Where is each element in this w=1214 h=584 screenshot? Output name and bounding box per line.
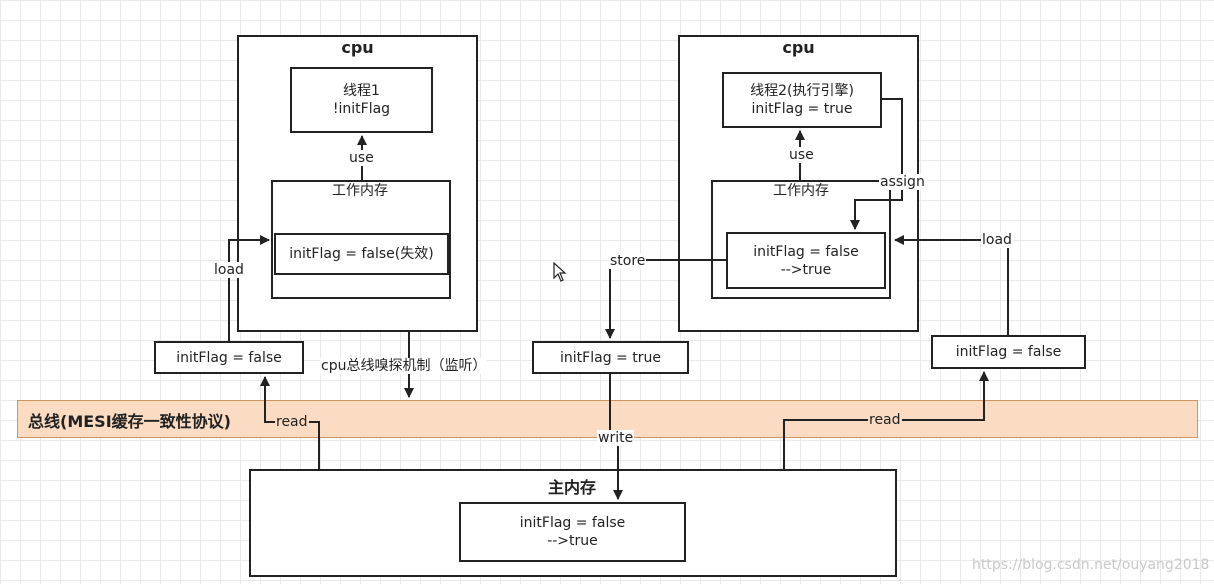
work-memory-right-value-line1: initFlag = false [753, 243, 859, 260]
assign-arrow [850, 98, 903, 230]
write-label: write [597, 430, 635, 446]
load-label-left: load [213, 262, 245, 278]
bus-value-middle-text: initFlag = true [560, 349, 661, 366]
store-arrow [605, 259, 726, 339]
load-arrow-right [894, 235, 1009, 335]
bus-value-middle: initFlag = true [532, 341, 689, 374]
use-label-left: use [348, 150, 375, 166]
load-arrow-left [228, 235, 270, 341]
thread1-box: 线程1 !initFlag [290, 67, 433, 133]
work-memory-right-value: initFlag = false -->true [726, 232, 886, 289]
thread1-name: 线程1 [343, 83, 380, 99]
use-label-right: use [788, 147, 815, 163]
work-memory-right-value-line2: -->true [780, 261, 832, 278]
thread2-name: 线程2(执行引擎) [750, 83, 854, 99]
work-memory-left-title: 工作内存 [332, 183, 388, 199]
bus-title: 总线(MESI缓存一致性协议) [28, 412, 231, 431]
main-memory-title: 主内存 [547, 478, 596, 497]
cpu-left-title: cpu [341, 38, 374, 57]
thread2-expr: initFlag = true [751, 101, 853, 117]
work-memory-left-value-text: initFlag = false(失效) [289, 246, 434, 262]
bus-value-left: initFlag = false [154, 341, 304, 374]
thread1-expr: !initFlag [332, 101, 391, 117]
load-label-right: load [981, 232, 1013, 248]
work-memory-left-value: initFlag = false(失效) [274, 233, 449, 275]
bus-value-right-text: initFlag = false [955, 344, 1062, 360]
bus-value-left-text: initFlag = false [176, 349, 282, 366]
main-memory-value: initFlag = false -->true [459, 502, 686, 562]
cpu-right-title: cpu [782, 38, 815, 57]
main-memory-value-line2: -->true [547, 533, 598, 549]
main-memory-value-line1: initFlag = false [519, 515, 626, 531]
mouse-pointer-icon [553, 262, 567, 282]
assign-label: assign [879, 174, 926, 190]
thread2-box: 线程2(执行引擎) initFlag = true [722, 72, 882, 128]
watermark: https://blog.csdn.net/ouyang2018 [972, 557, 1210, 573]
sniff-label: cpu总线嗅探机制（监听） [320, 358, 488, 374]
read-label-right: read [868, 412, 902, 428]
read-label-left: read [275, 414, 309, 430]
work-memory-right-title: 工作内存 [773, 183, 829, 199]
store-label: store [609, 253, 647, 269]
bus-value-right: initFlag = false [931, 335, 1086, 369]
